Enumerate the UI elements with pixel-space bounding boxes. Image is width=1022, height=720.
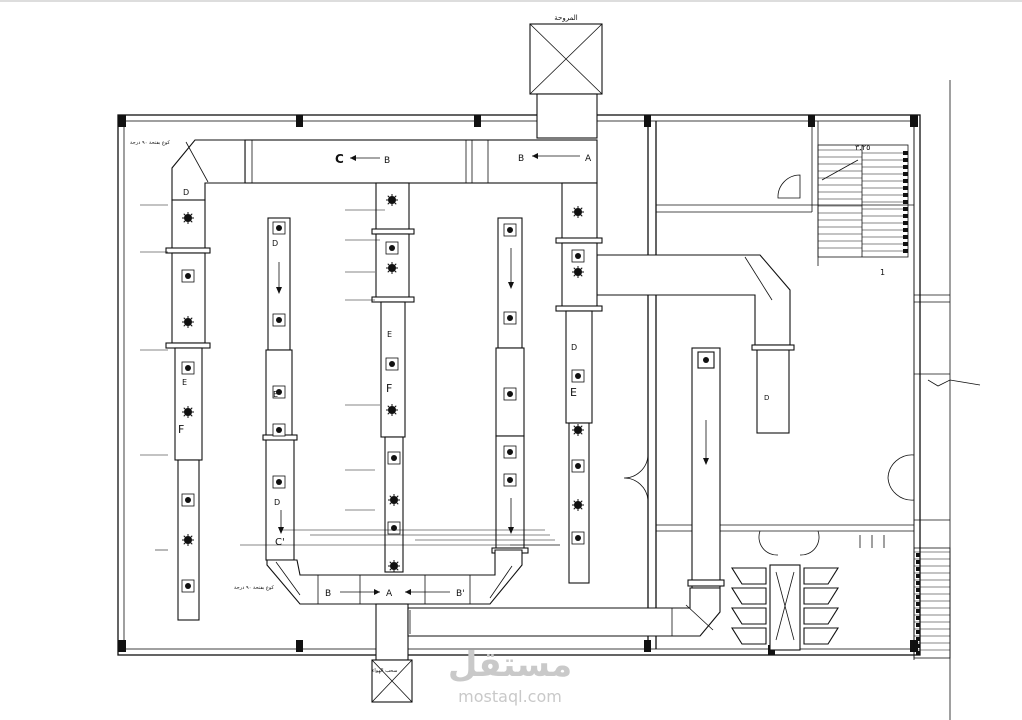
wc-stall-left [731,627,767,645]
stair-level: ٣.٢٥ [855,143,870,152]
svg-text:D: D [764,394,769,402]
section-mark: E [273,390,278,399]
branch-1: D E F [140,188,211,621]
main-supply-duct: C B B A كوع بفتحة ٩٠ درجة [130,139,598,201]
mark-B2: B [518,154,524,164]
outer-wall [117,114,921,656]
right-return-duct [407,347,725,637]
branch-5: DE [240,182,603,584]
bottom-collector [266,549,523,605]
bottom-fan-label: سحب الهواء [372,668,397,674]
right-return-vertical [691,347,721,589]
watermark-latin: mostaql.com [458,687,562,706]
corner-note-bottom: كوع بفتحة ٩٠ درجة [234,585,274,591]
wc-stall-right [803,627,839,645]
door-swing [777,174,801,199]
main-horizontal-duct [244,139,598,184]
section-mark: E [570,386,577,399]
section-mark: D [183,188,189,197]
bottom-return-duct: B A B' كوع بفتحة ٩٠ درجة سحب الهواء [234,549,523,703]
staircase-bottom [913,547,951,659]
fan-neck [536,93,598,139]
exhaust-neck [375,603,409,661]
wc-stall-left [731,607,767,625]
section-mark: F [178,423,184,436]
door-swing [623,454,649,501]
right-branch-elbow [596,254,791,346]
watermark-arabic: مستقل [448,645,572,685]
mark-bottom-B: B [325,589,331,599]
top-fan-unit: المروحة [529,14,603,139]
right-return-horizontal [407,587,721,637]
branch-2: D E D C' [262,217,298,561]
column [118,115,126,127]
wc-stall-right [803,587,839,605]
section-mark: D [571,343,577,352]
mark-bottom-B2: B' [456,589,465,599]
staircase-top: ٣.٢٥ 1 [817,143,909,277]
branch-3: EF [345,182,415,573]
section-mark: E [182,378,187,387]
mark-bottom-A: A [386,589,393,599]
section-mark: C' [275,537,285,548]
top-fan-label: المروحة [554,14,578,22]
section-mark: D [274,498,280,507]
branch-4 [491,217,529,554]
door-swing [758,530,820,556]
section-mark: E [387,330,392,339]
mark-A: A [585,154,592,164]
wc-stall-right [803,567,839,585]
watermark: مستقل mostaql.com [448,645,572,706]
wc-stall-left [731,587,767,605]
section-mark: D [272,239,278,248]
door-swing [887,454,915,501]
right-branch-duct: D [596,254,795,434]
stair-tag: 1 [880,268,885,277]
corner-note-top: كوع بفتحة ٩٠ درجة [130,140,170,146]
wc-stall-left [731,567,767,585]
wc-stall-right [803,607,839,625]
mark-B: B [384,156,390,166]
mark-C: C [335,152,344,166]
section-mark: F [386,382,392,395]
toilet-block [731,564,839,651]
right-branch-drop [756,344,790,434]
